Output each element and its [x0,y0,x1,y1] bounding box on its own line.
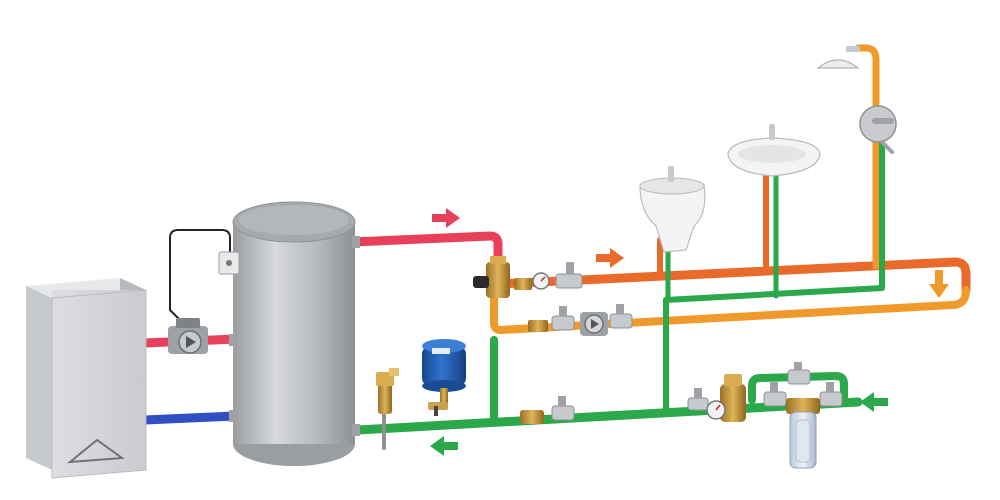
recirculation-pipe [490,286,970,334]
thermostat-wire [169,229,231,327]
hot-line-fittings [514,262,583,290]
bypass-valves [763,362,843,407]
boiler [26,278,147,479]
pressure-reducer [706,374,746,422]
cold-feed-arrow [430,436,458,456]
recirculation-pump [580,304,633,336]
hot-supply-arrow [432,208,460,228]
bidet [639,166,706,253]
cold-inlet-arrow [860,392,888,412]
thermostatic-mixing-valve [473,256,510,298]
water-filter [786,398,820,469]
recirc-pump-direction-icon [591,319,599,329]
expansion-vessel [422,339,466,416]
safety-valve [376,368,399,414]
boiler-return-pipe [140,411,240,425]
recirculation-arrow [929,270,949,298]
shower-head-icon [816,59,860,69]
storage-tank [229,201,360,466]
cold-water-main [353,397,863,435]
tank-thermostat [218,251,240,275]
shower [816,46,897,154]
hot-water-pipe [493,257,971,295]
hot-water-arrow [596,248,624,268]
shower-hot-riser [854,44,880,270]
washbasin [727,124,821,177]
hot-supply-pipe [347,231,503,267]
cold-line-fittings [520,388,709,424]
circulation-pump [168,318,208,354]
boiler-logo-icon [66,438,125,464]
recirculation-fittings [528,306,575,332]
pipes [140,44,971,450]
pump-direction-icon [186,336,196,348]
